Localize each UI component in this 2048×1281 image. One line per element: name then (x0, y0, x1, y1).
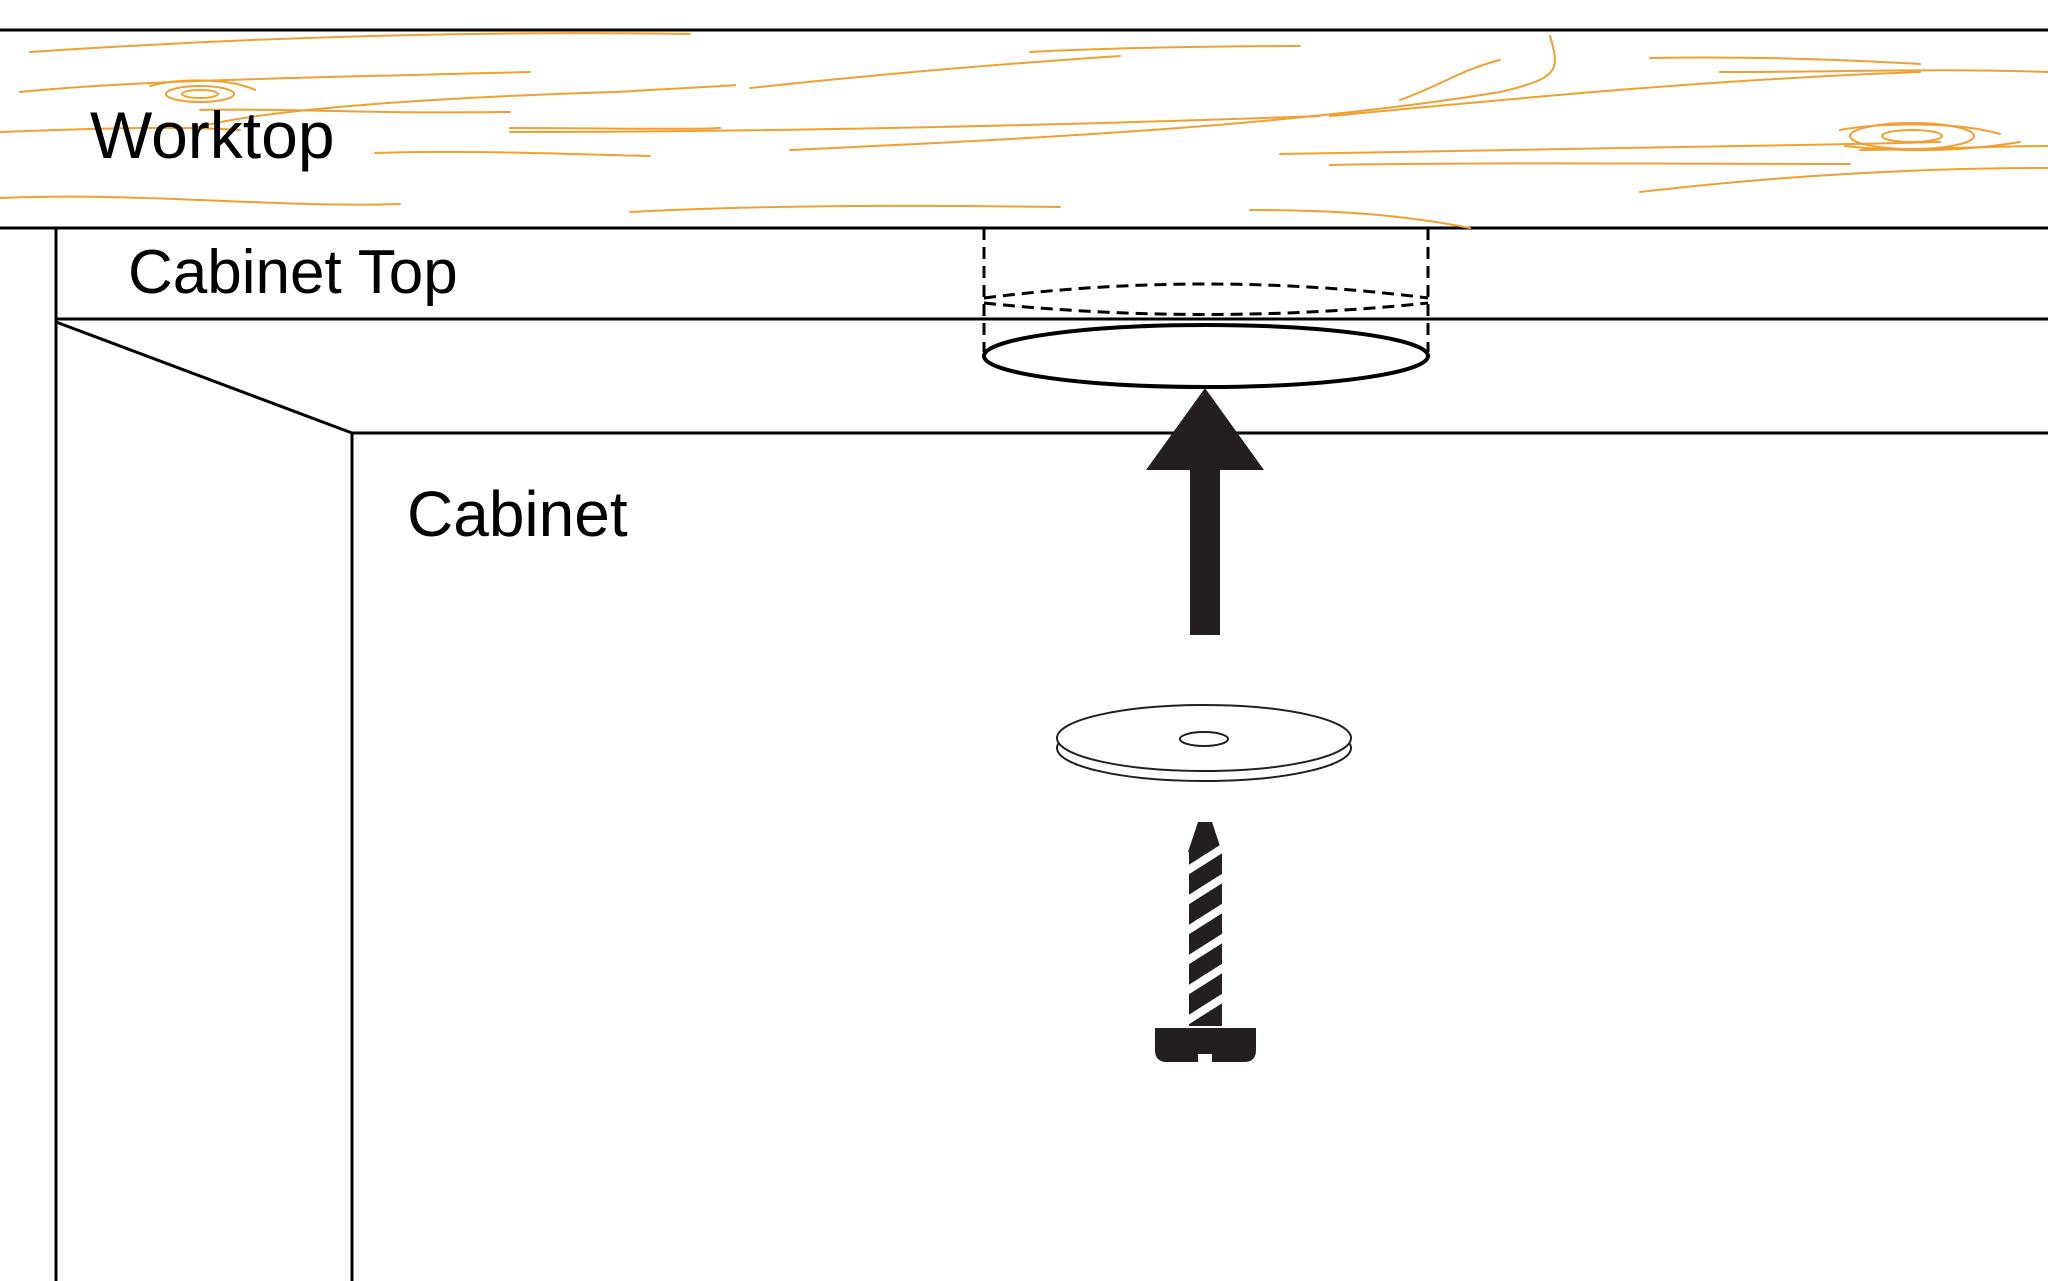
cabinet-top: Cabinet Top (54, 228, 2048, 1281)
up-arrow-icon (1146, 388, 1264, 635)
cabinet-top-label: Cabinet Top (128, 238, 458, 307)
drill-hole-icon (982, 228, 1430, 389)
worktop: Worktop (0, 28, 2048, 230)
cabinet: Cabinet (55, 320, 2048, 1281)
wood-grain (0, 32, 2048, 229)
drill-hole-opening (982, 323, 1430, 389)
cabinet-perspective-edge (55, 320, 353, 435)
screw-icon (1155, 822, 1256, 1062)
washer-icon (1056, 704, 1352, 782)
cabinet-label: Cabinet (407, 478, 628, 550)
worktop-label: Worktop (90, 98, 335, 172)
